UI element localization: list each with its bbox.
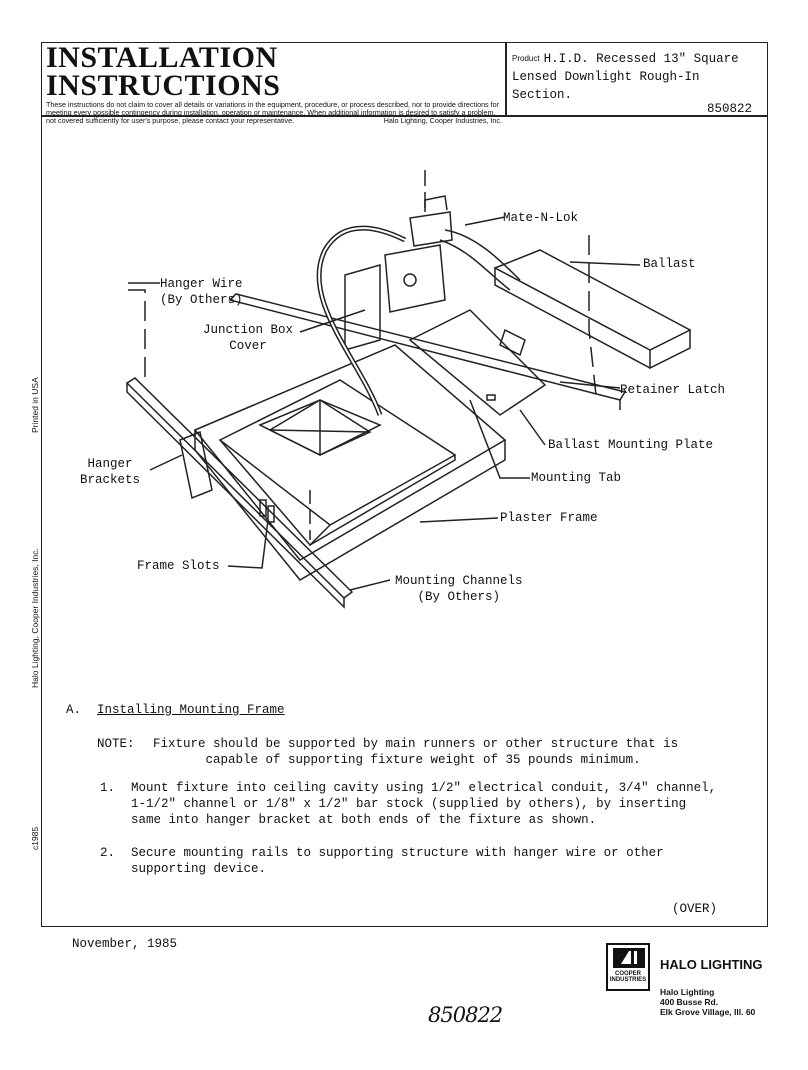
retainer-latch xyxy=(499,328,526,357)
address-line-3: Elk Grove Village, Ill. 60 xyxy=(660,1007,756,1017)
label-frame-slots: Frame Slots xyxy=(137,559,220,573)
wire-bundle-1 xyxy=(439,239,511,291)
header-left: INSTALLATION INSTRUCTIONS These instruct… xyxy=(46,41,504,125)
over-marker: (OVER) xyxy=(672,902,718,916)
leader-retainer-latch xyxy=(559,381,621,389)
mounting-channel-right xyxy=(228,293,627,410)
note-label: NOTE: xyxy=(97,737,135,751)
hanger-wire-left xyxy=(128,289,146,382)
leader-plaster-frame xyxy=(419,517,499,523)
label-hanger-wire: Hanger Wire (By Others) xyxy=(160,277,243,307)
cooper-logo: COOPER INDUSTRIES xyxy=(606,943,650,991)
company-address: Halo Lighting 400 Busse Rd. Elk Grove Vi… xyxy=(660,987,755,1017)
section-letter: A. xyxy=(66,703,82,717)
plate-slot xyxy=(486,394,496,401)
leader-mounting-tab xyxy=(469,399,530,479)
label-mounting-tab: Mounting Tab xyxy=(531,471,622,485)
product-description: H.I.D. Recessed 13" Square Lensed Downli… xyxy=(512,52,739,102)
frame-slot-1 xyxy=(259,499,267,517)
junction-box xyxy=(384,244,446,313)
product-number: 850822 xyxy=(706,102,752,116)
hanger-wire-right xyxy=(588,235,597,396)
leader-junction-box xyxy=(299,309,366,333)
frame-slot-2 xyxy=(267,505,275,523)
label-junction-box-cover: Junction Box Cover xyxy=(203,323,294,353)
junction-box-cover xyxy=(344,264,381,351)
note-text: Fixture should be supported by main runn… xyxy=(153,737,679,767)
hanger-bracket xyxy=(179,430,213,500)
page-border xyxy=(41,42,768,927)
side-printed-in-usa: Printed in USA xyxy=(30,377,40,433)
step-2-number: 2. xyxy=(100,846,116,860)
label-hanger-brackets: Hanger Brackets xyxy=(80,457,141,487)
product-label: Product xyxy=(512,54,540,63)
ballast xyxy=(493,249,692,370)
housing-dome xyxy=(218,379,457,526)
wire-bundle-2 xyxy=(444,229,521,281)
leader-frame-slots xyxy=(227,519,269,569)
label-ballast-mounting-plate: Ballast Mounting Plate xyxy=(548,438,714,452)
company-name: HALO LIGHTING xyxy=(660,957,763,972)
side-copyright: c1985 xyxy=(30,826,40,850)
fixture-diagram xyxy=(125,170,692,609)
label-retainer-latch: Retainer Latch xyxy=(620,383,726,397)
address-line-2: 400 Busse Rd. xyxy=(660,997,719,1007)
label-plaster-frame: Plaster Frame xyxy=(500,511,598,525)
address-line-1: Halo Lighting xyxy=(660,987,715,997)
step-2-text: Secure mounting rails to supporting stru… xyxy=(131,846,664,876)
leader-hanger-brackets xyxy=(149,454,183,471)
mate-n-lok-connector xyxy=(409,211,453,247)
company-credit: Halo Lighting, Cooper Industries, Inc. xyxy=(383,116,502,125)
leader-mounting-channels xyxy=(349,579,391,591)
leader-ballast-plate xyxy=(519,409,546,446)
handwritten-number: 850822 xyxy=(428,1003,503,1027)
step-1-number: 1. xyxy=(100,781,116,795)
plaster-frame xyxy=(193,344,507,561)
cooper-mark-icon xyxy=(613,948,645,968)
leader-mate-n-lok xyxy=(464,216,506,226)
leader-ballast xyxy=(569,261,641,266)
disclaimer-body: These instructions do not claim to cover… xyxy=(46,100,500,125)
step-1-text: Mount fixture into ceiling cavity using … xyxy=(131,781,717,827)
logo-text: COOPER INDUSTRIES xyxy=(609,971,647,983)
label-mounting-channels: Mounting Channels (By Others) xyxy=(395,574,523,604)
document-date: November, 1985 xyxy=(72,937,178,951)
label-mate-n-lok: Mate-N-Lok xyxy=(503,211,579,225)
header-divider-vertical xyxy=(505,42,507,116)
document-title: INSTALLATION INSTRUCTIONS xyxy=(46,41,281,102)
header-divider-horizontal xyxy=(41,115,768,117)
disclaimer-text: These instructions do not claim to cover… xyxy=(46,101,504,125)
label-ballast: Ballast xyxy=(643,257,696,271)
side-company: Halo Lighting, Cooper Industries, Inc. xyxy=(30,548,40,688)
section-heading: Installing Mounting Frame xyxy=(97,703,285,717)
ballast-mounting-plate xyxy=(408,309,547,416)
